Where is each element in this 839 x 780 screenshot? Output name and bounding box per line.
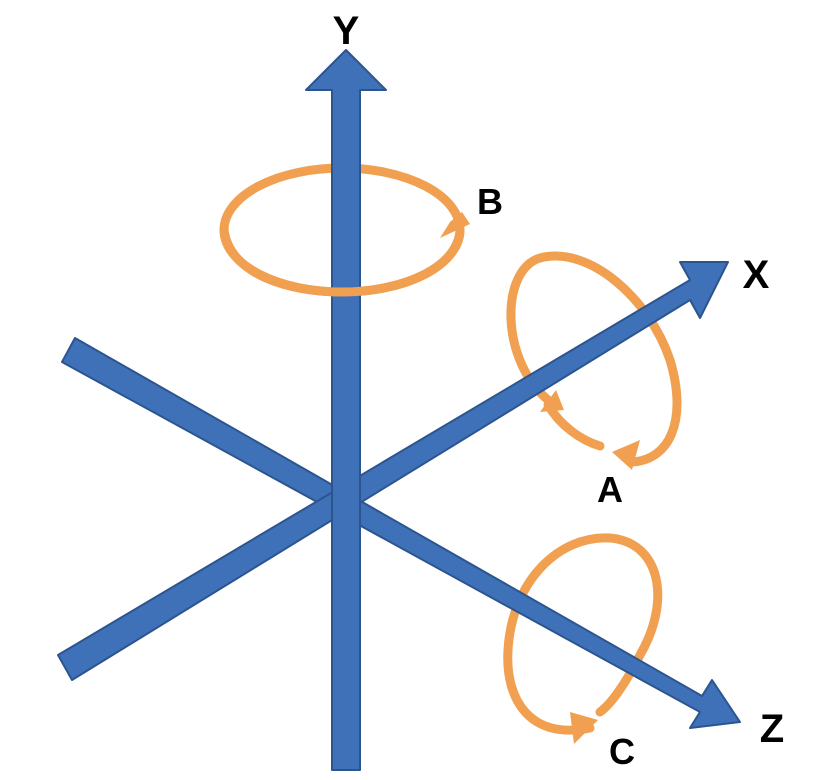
- rotation-c-arrowhead-icon: [570, 712, 598, 744]
- rotation-label-a: A: [597, 469, 623, 510]
- rotation-c-arrow: [503, 533, 663, 735]
- x-axis-arrow: [57, 261, 729, 681]
- z-axis-arrow: [61, 337, 741, 729]
- rotation-a-arrowhead-1-icon: [540, 390, 564, 412]
- rotation-label-c: C: [609, 731, 635, 772]
- rotation-a-arrowheads: [540, 390, 640, 470]
- axis-label-z: Z: [760, 707, 784, 751]
- rotation-label-b: B: [477, 181, 503, 222]
- rotation-b-front: [219, 212, 470, 297]
- axis-label-y: Y: [333, 9, 360, 53]
- y-axis-arrow: [305, 49, 387, 771]
- rotation-b-arrowhead-icon: [440, 212, 470, 238]
- axis-label-x: X: [743, 253, 770, 297]
- rotation-a-arrowhead-2-icon: [612, 440, 640, 470]
